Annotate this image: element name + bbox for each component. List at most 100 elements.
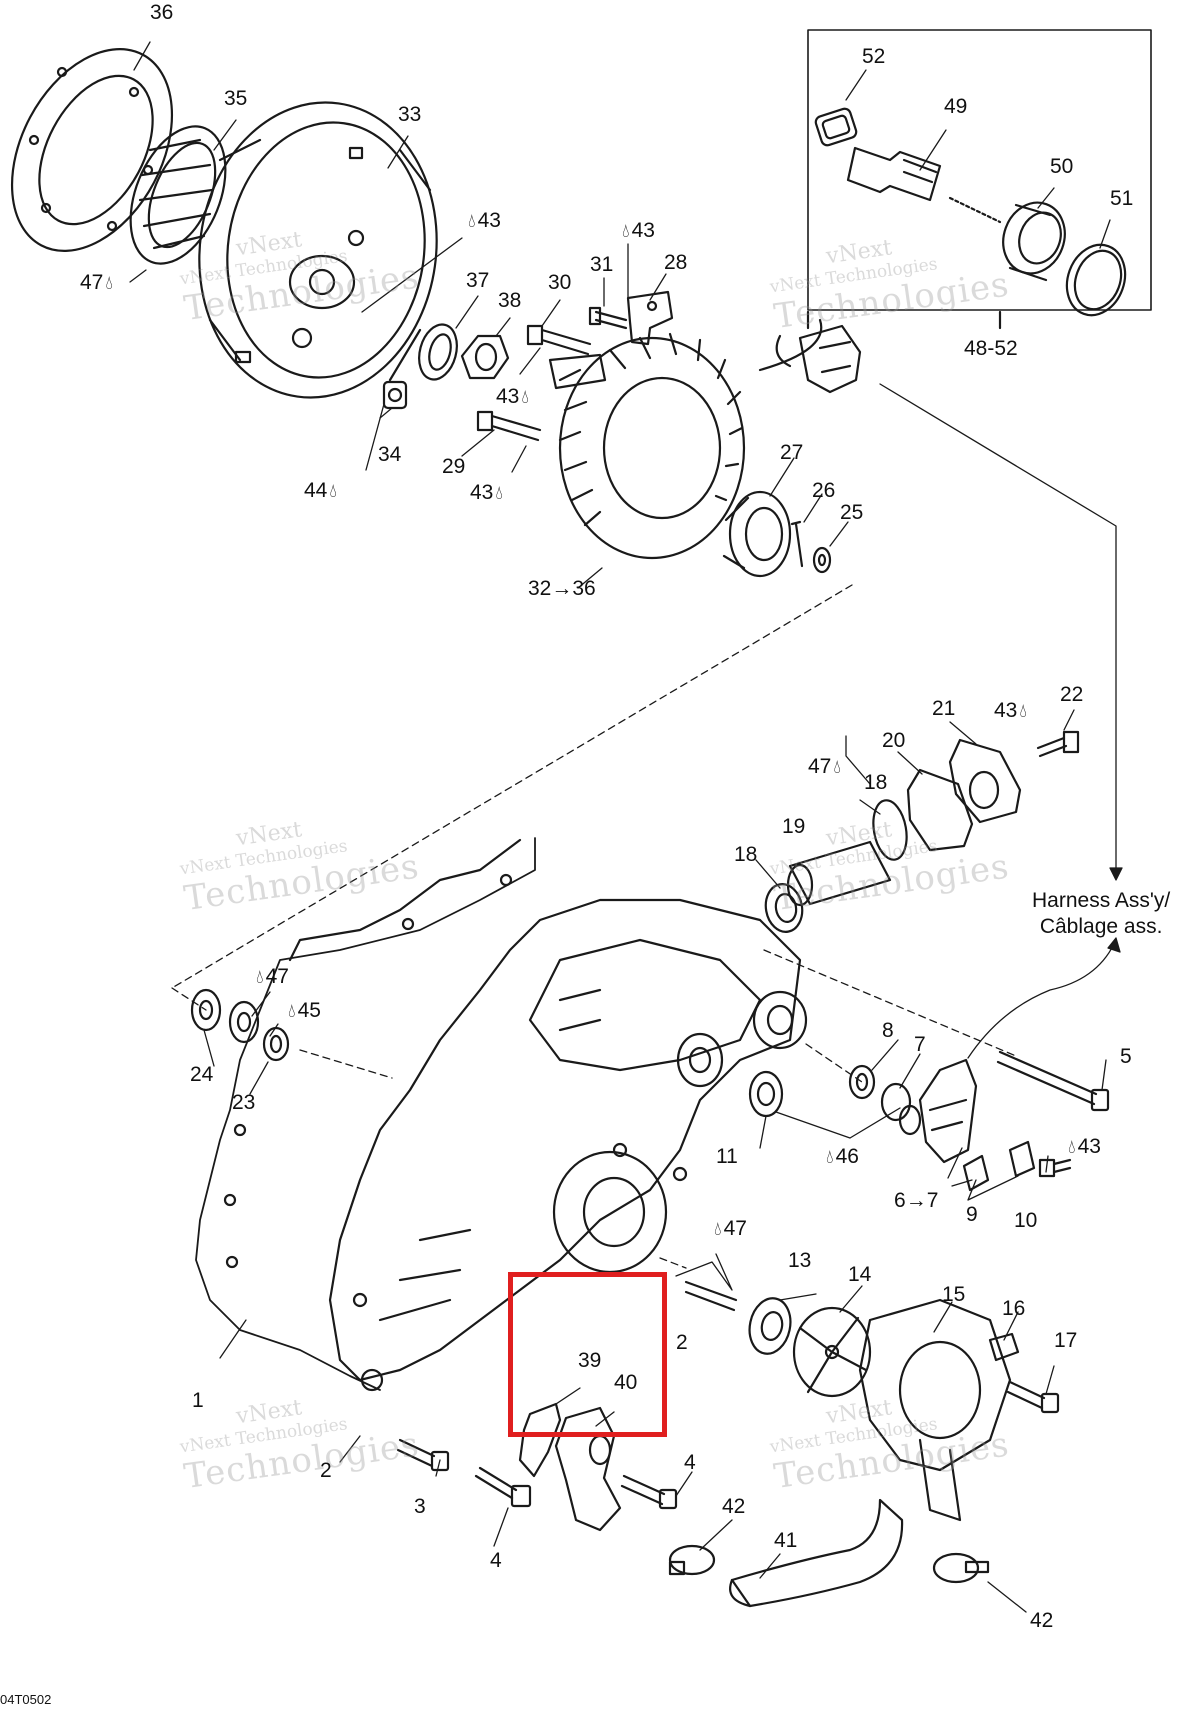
callout-23: 23	[232, 1091, 256, 1114]
seal-13-part	[748, 1297, 792, 1355]
callout-35: 35	[224, 87, 248, 110]
harness-arrows	[879, 383, 1123, 1059]
bolt-34-part	[382, 380, 408, 410]
gasket-20-part	[906, 768, 974, 852]
callout-50: 50	[1050, 155, 1074, 178]
leader-lines	[129, 41, 1111, 1613]
callout-17: 17	[1054, 1329, 1078, 1352]
callout-21: 21	[932, 697, 956, 720]
callout-45: 💧︎45	[288, 999, 321, 1022]
oil-drop-icon: 💧︎	[826, 1147, 834, 1168]
callout-32-36: 32→36	[528, 577, 596, 600]
impeller-14-part	[792, 1306, 872, 1398]
callout-14: 14	[848, 1263, 872, 1286]
screw-10-part	[1038, 1158, 1072, 1178]
oil-drop-icon: 💧︎	[1068, 1137, 1076, 1158]
callout-24: 24	[190, 1063, 214, 1086]
oil-drop-icon: 💧︎	[714, 1219, 722, 1240]
bearing-27-part	[722, 490, 792, 578]
callout-31: 31	[590, 253, 614, 276]
callout-43-bolt30: 43💧︎	[496, 385, 529, 408]
callout-43-cover: 43💧︎	[994, 699, 1027, 722]
oil-drop-icon: 💧︎	[329, 481, 337, 502]
connector-ring-part	[1065, 243, 1127, 317]
clamp-42b-part	[932, 1552, 990, 1584]
harness-connector-part	[775, 324, 862, 394]
callout-5: 5	[1120, 1045, 1132, 1068]
oil-drop-icon: 💧︎	[622, 221, 630, 242]
callout-30: 30	[548, 271, 572, 294]
callout-11: 11	[716, 1145, 738, 1168]
callout-27: 27	[780, 441, 804, 464]
bolt-4b-part	[474, 1466, 532, 1508]
callout-43-bracket: 💧︎43	[622, 219, 655, 242]
callout-51: 51	[1110, 187, 1134, 210]
connector-seal-part	[814, 107, 858, 147]
oil-drop-icon: 💧︎	[288, 1001, 296, 1022]
washer-25-part	[812, 546, 832, 574]
callout-8: 8	[882, 1019, 894, 1042]
oil-drop-icon: 💧︎	[833, 757, 841, 778]
screw-17-part	[1006, 1380, 1060, 1414]
callout-4-left: 4	[490, 1549, 502, 1572]
callout-26: 26	[812, 479, 836, 502]
callout-43-screw10: 💧︎43	[1068, 1135, 1101, 1158]
callout-42-top: 42	[722, 1495, 746, 1518]
oil-drop-icon: 💧︎	[468, 211, 476, 232]
flywheel-rotor-part	[198, 101, 438, 399]
callout-47-clutch: 47💧︎	[80, 271, 113, 294]
flange-ring-part	[10, 48, 174, 252]
callout-25: 25	[840, 501, 864, 524]
callout-36: 36	[150, 1, 174, 24]
arrow-glyph: →	[551, 577, 573, 600]
callout-43-bolt29: 43💧︎	[470, 481, 503, 504]
callout-22: 22	[1060, 683, 1084, 706]
callout-47-bearing: 💧︎47	[256, 965, 289, 988]
sensor-6-part	[898, 1058, 978, 1164]
callout-44: 44💧︎	[304, 479, 337, 502]
seal-37-part	[418, 323, 458, 381]
connector-pin-part	[948, 196, 1002, 224]
callout-29: 29	[442, 455, 466, 478]
assembly-lines	[171, 584, 1017, 1269]
connector-housing-part	[1002, 201, 1066, 282]
bolt-5-part	[996, 1050, 1110, 1112]
connector-kit-box	[806, 29, 1152, 330]
hose-41-part	[729, 1498, 904, 1608]
harness-label-line2: Câblage ass.	[1039, 915, 1163, 939]
harness-label-line1: Harness Ass'y/	[1032, 889, 1171, 912]
pump-housing-15-part	[858, 1298, 1012, 1522]
nut-38-part	[460, 334, 510, 380]
callout-4-right: 4	[684, 1451, 696, 1474]
bracket-part	[626, 290, 674, 346]
callout-41: 41	[774, 1529, 798, 1552]
callout-40: 40	[614, 1371, 638, 1394]
callout-39: 39	[578, 1349, 602, 1372]
clamp-42a-part	[668, 1544, 716, 1576]
o-ring-7-part	[880, 1082, 912, 1122]
callout-6-7: 6→7	[894, 1189, 939, 1212]
callout-15: 15	[942, 1283, 966, 1306]
callout-46: 💧︎46	[826, 1145, 859, 1168]
callout-2-stud: 2	[676, 1331, 688, 1354]
callout-16: 16	[1002, 1297, 1026, 1320]
bearing-24-part	[190, 988, 260, 1044]
callout-33: 33	[398, 103, 422, 126]
engine-cover-part	[328, 898, 808, 1392]
bolt-3-part	[396, 1438, 450, 1472]
bolt-29-part	[476, 410, 542, 442]
seal-23-part	[262, 1026, 290, 1062]
callout-2-cover: 2	[320, 1459, 332, 1482]
connector-plug-part	[846, 146, 942, 202]
callout-19: 19	[782, 815, 806, 838]
callout-28: 28	[664, 251, 688, 274]
callout-3: 3	[414, 1495, 426, 1518]
seal-8-part	[848, 1064, 876, 1100]
seal-18b-part	[764, 883, 804, 933]
arrow-glyph: →	[905, 1189, 927, 1212]
callout-1: 1	[192, 1389, 204, 1412]
oil-drop-icon: 💧︎	[521, 387, 529, 408]
highlight-box	[508, 1272, 667, 1437]
seal-11-part	[748, 1070, 784, 1118]
